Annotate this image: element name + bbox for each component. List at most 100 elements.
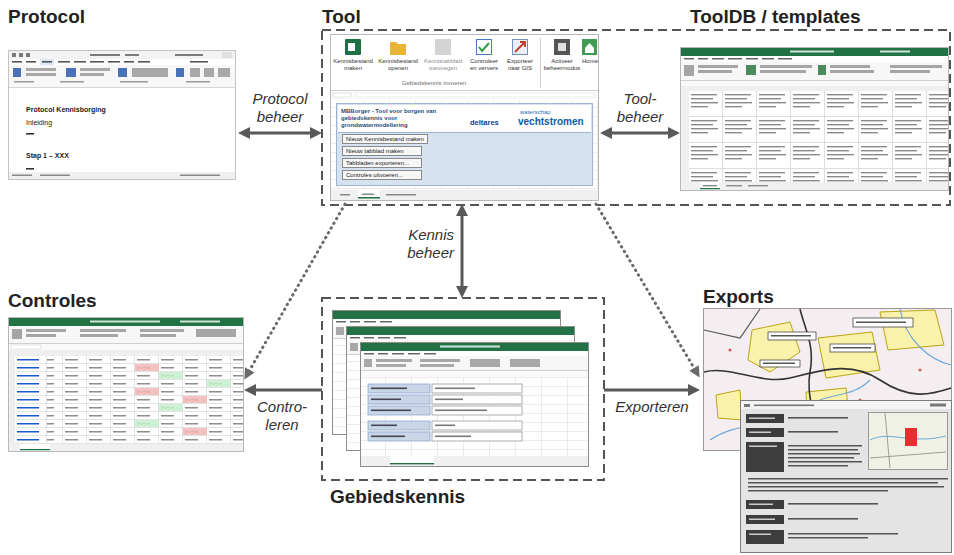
document-export [905,428,917,446]
knowledge-file-screenshots [364,359,540,367]
knowledge-file-screenshots [371,399,401,401]
knowledge-file-screenshots [364,353,436,355]
word-screenshot [175,54,203,56]
excel-template-screenshot [728,58,742,60]
document-export [749,418,777,536]
knowledge-file-screenshots [390,456,434,464]
word-screenshot [132,68,168,77]
dashed-group-frame [322,298,604,480]
knowledge-file-screenshots [336,327,344,335]
knowledge-file-screenshots [435,410,487,412]
knowledge-file-screenshots [435,399,463,401]
panel-button: Tabbladen exporteren... [342,158,422,168]
word-screenshot [9,51,235,59]
map-export [818,332,880,378]
excel-check-screenshot [26,329,66,332]
excel-check-screenshot [80,329,126,332]
excel-tool-screenshot [340,194,416,196]
edge-label: Contro- leren [253,398,311,434]
document-panel: ProtocolProtocol KennisborgingInleidingS… [8,4,238,186]
word-screenshot [40,59,54,65]
document-export [744,404,750,407]
map-export [830,344,875,352]
document-export [788,445,862,447]
map-export [760,318,913,367]
knowledge-file-screenshots [378,337,390,339]
excel-check-screenshot [159,372,183,379]
excel-tool-screenshot [515,42,525,52]
excel-tool-screenshot [340,194,350,196]
knowledge-file-screenshots [368,395,430,404]
document-export [746,442,784,472]
excel-template-screenshot [890,65,942,68]
word-screenshot [66,68,76,77]
ribbon-label: Kennisbestand openen [376,58,420,72]
excel-tool-screenshot [338,105,591,132]
excel-template-screenshot [698,65,738,68]
word-screenshot [26,168,34,170]
document-export [741,401,951,409]
ribbon-label: Home [581,58,599,65]
ribbon-label: Exporteer naar GIS [503,58,537,72]
excel-template-screenshot [890,70,930,73]
word-screenshot [14,81,210,83]
excel-template-screenshot [746,65,756,75]
document-export [746,500,784,509]
word-screenshot [124,61,134,63]
excel-tool-screenshot [554,39,570,55]
template-panel: ToolDB / templates [680,4,950,192]
document-export [788,533,898,535]
excel-check-screenshot [9,350,243,356]
document-export [870,413,946,468]
excel-check-screenshot [9,326,243,343]
document-export [746,428,784,437]
excel-tool-screenshot [345,39,361,55]
excel-template-screenshot [681,62,948,80]
edge-label: Tool- beheer [612,90,668,126]
panel-title: MBBorger - Tool voor borgen van gebiedsk… [341,108,461,129]
excel-template-screenshot [712,58,724,60]
document-export [749,534,771,536]
excel-template-screenshot [698,70,732,73]
tool-panel: ToolKennisbestand makenKennisbestand ope… [322,4,600,204]
knowledge-file-screenshots [361,343,589,467]
document-export [788,537,868,539]
word-screenshot [138,61,150,63]
word-screenshot [13,68,21,77]
map-export [748,322,800,372]
excel-check-screenshot [180,321,220,323]
dotted-arrow [248,204,345,373]
knowledge-file-screenshots [440,346,500,348]
word-screenshot [90,61,104,63]
word-screenshot [42,61,52,63]
excel-tool-screenshot [333,93,351,97]
section-heading: Controles [8,290,97,312]
word-screenshot [12,61,22,63]
map-export [716,390,742,420]
button-label: Tabbladen exporteren... [346,159,409,167]
word-screenshot [13,68,184,77]
word-screenshot [125,54,139,56]
word-screenshot [26,61,36,63]
button-label: Nieuw tabblad maken [346,147,404,155]
knowledge-file-screenshots [510,359,540,367]
excel-check-screenshot [183,428,207,435]
excel-tool-screenshot [540,38,541,88]
section-heading: Gebiedskennis [330,486,465,508]
knowledge-file-screenshots [336,321,392,323]
knowledge-file-screenshots [432,384,522,393]
excel-check-screenshot [11,345,41,349]
excel-template-screenshot [684,65,942,76]
knowledge-file-screenshots [336,321,346,323]
knowledge-file-screenshots [432,395,522,404]
knowledge-file-screenshots [424,353,436,355]
flow-arrow [252,389,322,392]
excel-template-screenshot [681,182,948,190]
knowledge-file-screenshots [394,337,406,339]
section-heading: ToolDB / templates [690,6,861,28]
excel-check-screenshot [20,449,50,450]
document-export [749,504,773,506]
excel-check-screenshot [135,420,159,427]
knowledge-file-screenshots [361,343,589,467]
